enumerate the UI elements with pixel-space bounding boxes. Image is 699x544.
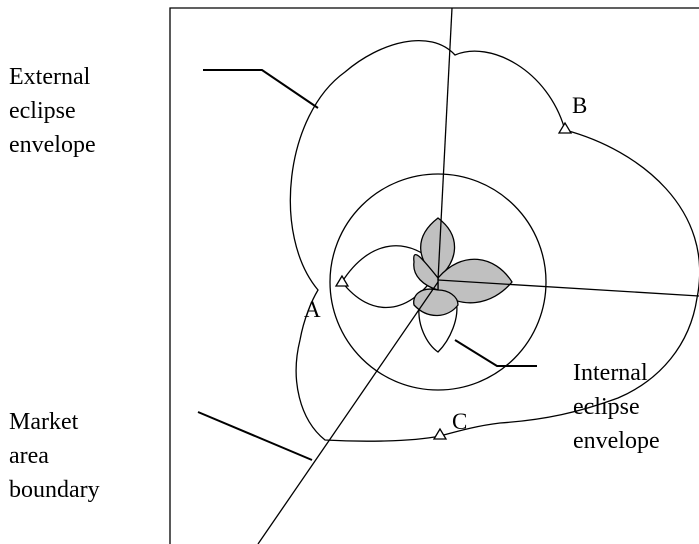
point-c-marker	[432, 427, 448, 440]
teardrop-shape	[418, 299, 458, 353]
external-leader-line	[203, 69, 319, 109]
point-a-label: A	[304, 297, 321, 322]
inner-circle	[329, 173, 547, 391]
point-a-marker	[334, 274, 350, 287]
petal-cluster	[413, 217, 513, 317]
petal-bottom	[413, 288, 459, 317]
petal-left	[413, 254, 439, 291]
internal-envelope-label: Internal eclipse envelope	[573, 360, 660, 454]
internal-leader-line	[454, 339, 537, 367]
point-b-marker	[557, 121, 573, 134]
frame-border	[169, 7, 699, 544]
market-leader-line	[197, 411, 313, 461]
ray-right	[437, 279, 699, 297]
point-c-label: C	[452, 409, 468, 434]
ray-down-left	[257, 281, 439, 544]
point-b-label: B	[572, 93, 588, 118]
external-envelope-label: External eclipse envelope	[9, 64, 96, 158]
ray-up	[437, 7, 453, 281]
market-boundary-label: Market area boundary	[9, 409, 100, 503]
external-envelope-curve	[289, 40, 699, 442]
